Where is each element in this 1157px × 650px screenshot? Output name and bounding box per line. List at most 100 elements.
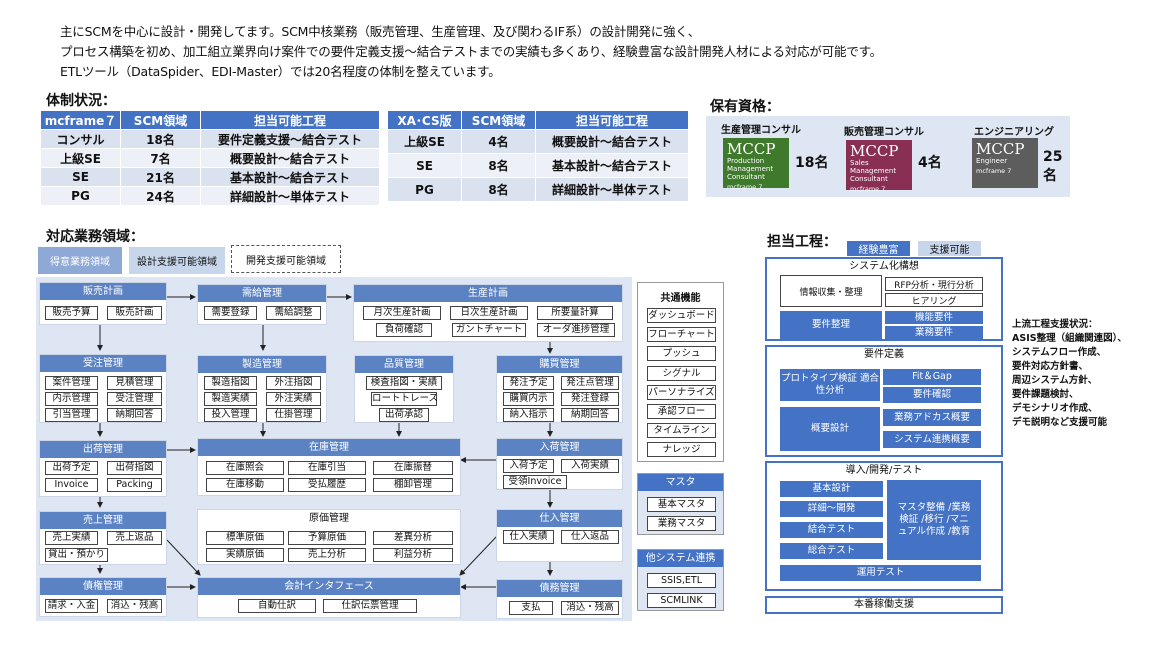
stage-title: 導入/開発/テスト [845, 465, 923, 476]
item: ダッシュボード [647, 308, 716, 323]
section-title: 他システム連携 [638, 550, 723, 567]
item: 出荷予定 [45, 461, 98, 475]
section-title: 受注管理 [40, 355, 166, 372]
badge-brand: mcframe 7 [976, 167, 1012, 175]
section-zaiko: 在庫管理 在庫照会 在庫引当 在庫振替 在庫移動 受払履歴 棚卸管理 [197, 438, 461, 496]
item: 受払履歴 [288, 478, 366, 492]
item: 日次生産計画 [450, 306, 528, 320]
td: コンサル [40, 129, 121, 149]
section-title: 債務管理 [497, 580, 622, 597]
item: 内示管理 [45, 392, 98, 406]
task: マスタ整備 /業務検証 /移行 /マニュアル作成 /教育 [887, 480, 981, 560]
item: 仕訳伝票管理 [323, 599, 417, 613]
td: 上級SE [387, 129, 462, 154]
item: 貸出・預かり [45, 548, 108, 562]
section-seizo: 製造管理 製造指図 外注指図 製造実績 外注実績 投入管理 仕掛管理 [197, 355, 327, 423]
badge-sub: Engineer [976, 157, 1008, 165]
stage-honban: 本番稼働支援 [765, 596, 1003, 614]
qual-title: 生産管理コンサル [721, 125, 801, 136]
item: 仕入返品 [561, 530, 619, 544]
task: 総合テスト [780, 543, 883, 559]
td: 詳細設計～単体テスト [535, 177, 689, 202]
stage-title: 要件定義 [864, 349, 904, 360]
td: 18名 [120, 129, 201, 149]
td: 8名 [461, 153, 536, 178]
item: 支払 [509, 601, 553, 615]
legend-kaihatsu: 開発支援可能領域 [231, 245, 341, 273]
task: 要件整理 [780, 311, 882, 339]
section-title: 仕入管理 [497, 510, 622, 527]
section-master: マスタ 基本マスタ 業務マスタ [637, 473, 724, 535]
section-juchu: 受注管理 案件管理 見積管理 内示管理 受注管理 引当管理 納期回答 [39, 354, 167, 423]
note-line: 上流工程支援状況： [1012, 319, 1098, 330]
qual-count: 4名 [918, 155, 942, 171]
section-hanbai: 販売計画 販売予算 販売計画 [39, 282, 167, 325]
note-line: 要件対応方針書、 [1012, 361, 1089, 372]
section-hinshitsu: 品質管理 検査指図・実績 ロートトレース 出荷承認 [354, 355, 454, 423]
legend-keiken: 経験豊富 [847, 241, 910, 256]
section-saiken: 債権管理 請求・入金 消込・残高 [39, 577, 167, 617]
note-line: ASIS整理（組織関連図）、 [1012, 333, 1127, 344]
section-title: 入荷管理 [497, 439, 622, 456]
task: プロトタイプ検証 適合性分析 [780, 369, 880, 401]
section-title: 債権管理 [40, 578, 166, 595]
qual-title: 販売管理コンサル [844, 127, 924, 138]
item: 発注点管理 [561, 376, 619, 390]
item: 入荷予定 [503, 459, 554, 473]
th: SCM領域 [120, 110, 201, 130]
task: 基本設計 [780, 481, 883, 497]
taiou-heading: 対応業務領域： [46, 229, 144, 245]
td: 24名 [120, 186, 201, 206]
item: 見積管理 [107, 376, 162, 390]
item: Packing [107, 478, 162, 492]
intro-line: 主にSCMを中心に設計・開発してます。SCM中核業務（販売管理、生産管理、及び関… [60, 24, 701, 39]
item: タイムライン [647, 423, 716, 438]
item: ガントチャート [452, 323, 526, 337]
item: 受注管理 [107, 392, 162, 406]
task: ヒアリング [885, 293, 983, 307]
td: 7名 [120, 148, 201, 168]
item: ナレッジ [647, 442, 716, 457]
note-line: 周辺システム方針、 [1012, 375, 1098, 386]
task: 運用テスト [780, 565, 981, 581]
note-line: システムフロー作成、 [1012, 347, 1107, 358]
item: 基本マスタ [647, 497, 716, 512]
section-title: マスタ [638, 474, 723, 491]
badge-logo: MCCP [727, 140, 776, 158]
item: 利益分析 [373, 548, 453, 562]
item: 納期回答 [561, 408, 619, 422]
item: シグナル [647, 366, 716, 381]
th: mcframe７ [40, 110, 121, 130]
task: 業務アドカス概要 [883, 409, 981, 426]
td: 基本設計～結合テスト [535, 153, 689, 178]
section-saimu: 債務管理 支払 消込・残高 [496, 579, 623, 619]
section-kyotsu: 共通機能 ダッシュボード フローチャート プッシュ シグナル パーソナライズ 承… [637, 282, 724, 462]
task: 情報収集・整理 [780, 275, 882, 307]
section-genka: 原価管理 標準原価 予算原価 差異分析 実績原価 売上分析 利益分析 [197, 509, 461, 565]
task: 結合テスト [780, 522, 883, 538]
section-title: 在庫管理 [198, 439, 460, 456]
section-nyuka: 入荷管理 入荷予定 入荷実績 受領Invoice [496, 438, 623, 490]
stage-youken: 要件定義 プロトタイプ検証 適合性分析 Fit＆Gap 要件確認 概要設計 業務… [765, 345, 1003, 457]
task: 業務要件 [885, 326, 983, 339]
task: システム連携概要 [883, 431, 981, 448]
intro-line: ETLツール（DataSpider、EDI-Master）では20名程度の体制を… [60, 64, 501, 79]
section-title: 会計インタフェース [198, 578, 460, 595]
task: 要件確認 [883, 387, 981, 403]
td: PG [387, 177, 462, 202]
section-uriage: 売上管理 売上実績 売上返品 貸出・預かり [39, 511, 167, 565]
qual-count: 25名 [1043, 149, 1063, 184]
note-line: デモシナリオ作成、 [1012, 403, 1098, 414]
item: 販売計画 [107, 306, 162, 320]
section-title: 出荷管理 [40, 441, 166, 458]
item: 自動仕訳 [238, 599, 316, 613]
legend-shien: 支援可能 [918, 241, 981, 256]
item: 消込・残高 [561, 601, 619, 615]
item: 製造指図 [204, 376, 257, 390]
